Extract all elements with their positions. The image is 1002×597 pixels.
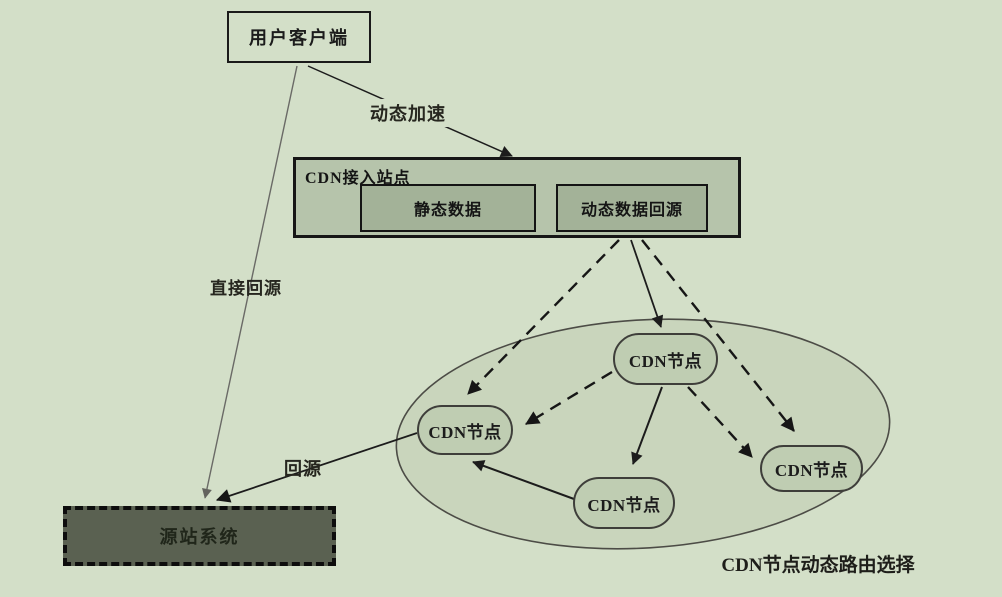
edge-label-direct-back-to-origin: 直接回源 (210, 279, 282, 298)
edge-direct-back-to-origin (202, 65, 298, 499)
origin-system-box: 源站系统 (63, 506, 336, 566)
cdn-node-bottom: CDN节点 (573, 477, 675, 529)
dynamic-data-origin-box: 动态数据回源 (556, 184, 708, 232)
edge-dynamic-to-top-node (630, 239, 664, 328)
user-client-label: 用户客户端 (249, 28, 349, 48)
origin-system-label: 源站系统 (159, 527, 240, 547)
cdn-node-left: CDN节点 (417, 405, 513, 455)
cdn-cluster-ellipse (395, 318, 891, 550)
edge-label-dynamic-acceleration: 动态加速 (366, 99, 450, 127)
cdn-node-top: CDN节点 (613, 333, 718, 385)
edge-dynamic-to-left-node-dashed (467, 239, 620, 395)
dynamic-data-origin-label: 动态数据回源 (580, 202, 683, 219)
cdn-node-label: CDN节点 (587, 495, 661, 515)
cdn-node-label: CDN节点 (628, 351, 703, 371)
static-data-label: 静态数据 (413, 202, 482, 219)
cdn-node-label: CDN节点 (428, 422, 502, 442)
edge-dynamic-to-right-node-dashed (641, 239, 795, 432)
edge-top-to-right-node-dashed (687, 386, 753, 458)
cdn-access-site-box: CDN接入站点 静态数据 动态数据回源 (293, 157, 741, 238)
static-data-box: 静态数据 (360, 184, 536, 232)
cdn-node-right: CDN节点 (760, 445, 863, 492)
edge-top-to-left-node-dashed (525, 370, 613, 426)
edge-label-back-to-origin: 回源 (284, 459, 322, 479)
edge-bottom-to-left-node (472, 460, 575, 500)
ellipse-caption: CDN节点动态路由选择 (721, 555, 915, 576)
cdn-access-site-title: CDN接入站点 (305, 170, 411, 187)
cdn-node-label: CDN节点 (774, 461, 849, 480)
user-client-box: 用户客户端 (227, 11, 371, 63)
edge-top-to-bottom-node (631, 386, 663, 465)
edge-back-to-origin (215, 432, 418, 503)
